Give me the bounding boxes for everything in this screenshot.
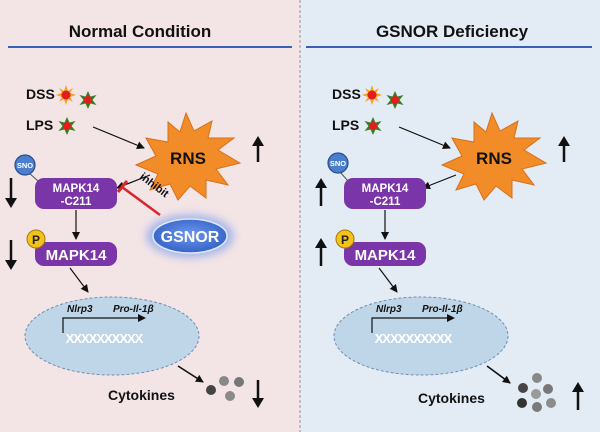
sno-badge-right xyxy=(327,152,349,174)
sno-label-right: SNO xyxy=(330,159,346,168)
mapk14-label: MAPK14 xyxy=(46,247,108,264)
mapk-c211-decrease-arrow xyxy=(5,178,17,208)
rns-burst-icon xyxy=(134,111,242,201)
right-panel-title: GSNOR Deficiency xyxy=(376,22,529,41)
gene-nlrp3: Nlrp3 xyxy=(67,304,93,315)
cytokine-dots-icon xyxy=(206,376,244,401)
rns-to-mapk-arrow-right xyxy=(422,174,457,190)
mapk-c211-box-right xyxy=(344,178,426,209)
dss-sun-icon-right xyxy=(362,85,382,105)
mapk14-box xyxy=(35,242,117,266)
mapk-c211-line2: -C211 xyxy=(61,196,92,208)
rns-burst-icon-right xyxy=(440,111,548,201)
mapk14-label-right: MAPK14 xyxy=(355,247,417,264)
rns-label: RNS xyxy=(170,149,206,168)
nucleus-right xyxy=(333,296,509,376)
gene-nlrp3-right: Nlrp3 xyxy=(376,304,402,315)
gsnor-ellipse xyxy=(152,218,228,254)
mapk14-box-right xyxy=(344,242,426,266)
cytokines-increase-arrow xyxy=(572,382,584,410)
lps-to-rns-arrow-right xyxy=(398,126,451,150)
cytokine-dots-icon-right xyxy=(517,373,556,412)
mapk14-to-nucleus-arrow-right xyxy=(378,267,398,293)
transcription-start-arrow-right xyxy=(371,314,455,333)
gene-pro-il1b-right: Pro-Il-1β xyxy=(422,304,463,315)
phospho-label-right: P xyxy=(341,233,349,247)
rns-increase-arrow xyxy=(252,136,264,162)
dna-helix-icon-right: XXXXXXXXXX xyxy=(375,331,453,346)
mapk-c211-line1: MAPK14 xyxy=(53,183,100,195)
rns-label-right: RNS xyxy=(476,149,512,168)
gene-pro-il1b: Pro-Il-1β xyxy=(113,304,154,315)
rns-increase-arrow-right xyxy=(558,136,570,162)
phospho-label: P xyxy=(32,233,40,247)
gsnor-label: GSNOR xyxy=(161,229,220,246)
lps-label-right: LPS xyxy=(332,117,359,133)
mapk-c211-increase-arrow xyxy=(315,178,327,206)
dss-label: DSS xyxy=(26,86,55,102)
transcription-start-arrow xyxy=(62,314,146,333)
mapk14-increase-arrow xyxy=(315,238,327,266)
nucleus xyxy=(24,296,200,376)
mapk-c211-line2-right: -C211 xyxy=(370,196,401,208)
mapk-c211-box xyxy=(35,178,117,209)
cytokines-label-right: Cytokines xyxy=(418,390,485,406)
lps-to-rns-arrow xyxy=(92,126,145,150)
phospho-badge-right xyxy=(335,229,355,249)
cytokines-decrease-arrow xyxy=(252,380,264,408)
lps-label: LPS xyxy=(26,117,53,133)
sno-label: SNO xyxy=(17,161,33,170)
phospho-badge xyxy=(26,229,46,249)
dss-label-right: DSS xyxy=(332,86,361,102)
cytokines-label: Cytokines xyxy=(108,387,175,403)
nucleus-to-cytokines-arrow-right xyxy=(486,365,511,384)
dss-sun-icon xyxy=(56,85,76,105)
nucleus-to-cytokines-arrow xyxy=(177,365,204,383)
dna-helix-icon: XXXXXXXXXX xyxy=(66,331,144,346)
mapk-c211-line1-right: MAPK14 xyxy=(362,183,409,195)
mapk14-to-nucleus-arrow xyxy=(69,267,89,293)
mapk14-decrease-arrow xyxy=(5,240,17,270)
right-panel: GSNOR Deficiency DSS LPS RNS MAPK14 -C21… xyxy=(306,22,592,412)
left-panel: Normal Condition DSS LPS RNS MAPK14 -C21… xyxy=(5,22,292,408)
left-panel-title: Normal Condition xyxy=(69,22,212,41)
inhibit-bar-icon xyxy=(116,180,161,217)
sno-badge xyxy=(14,154,36,176)
